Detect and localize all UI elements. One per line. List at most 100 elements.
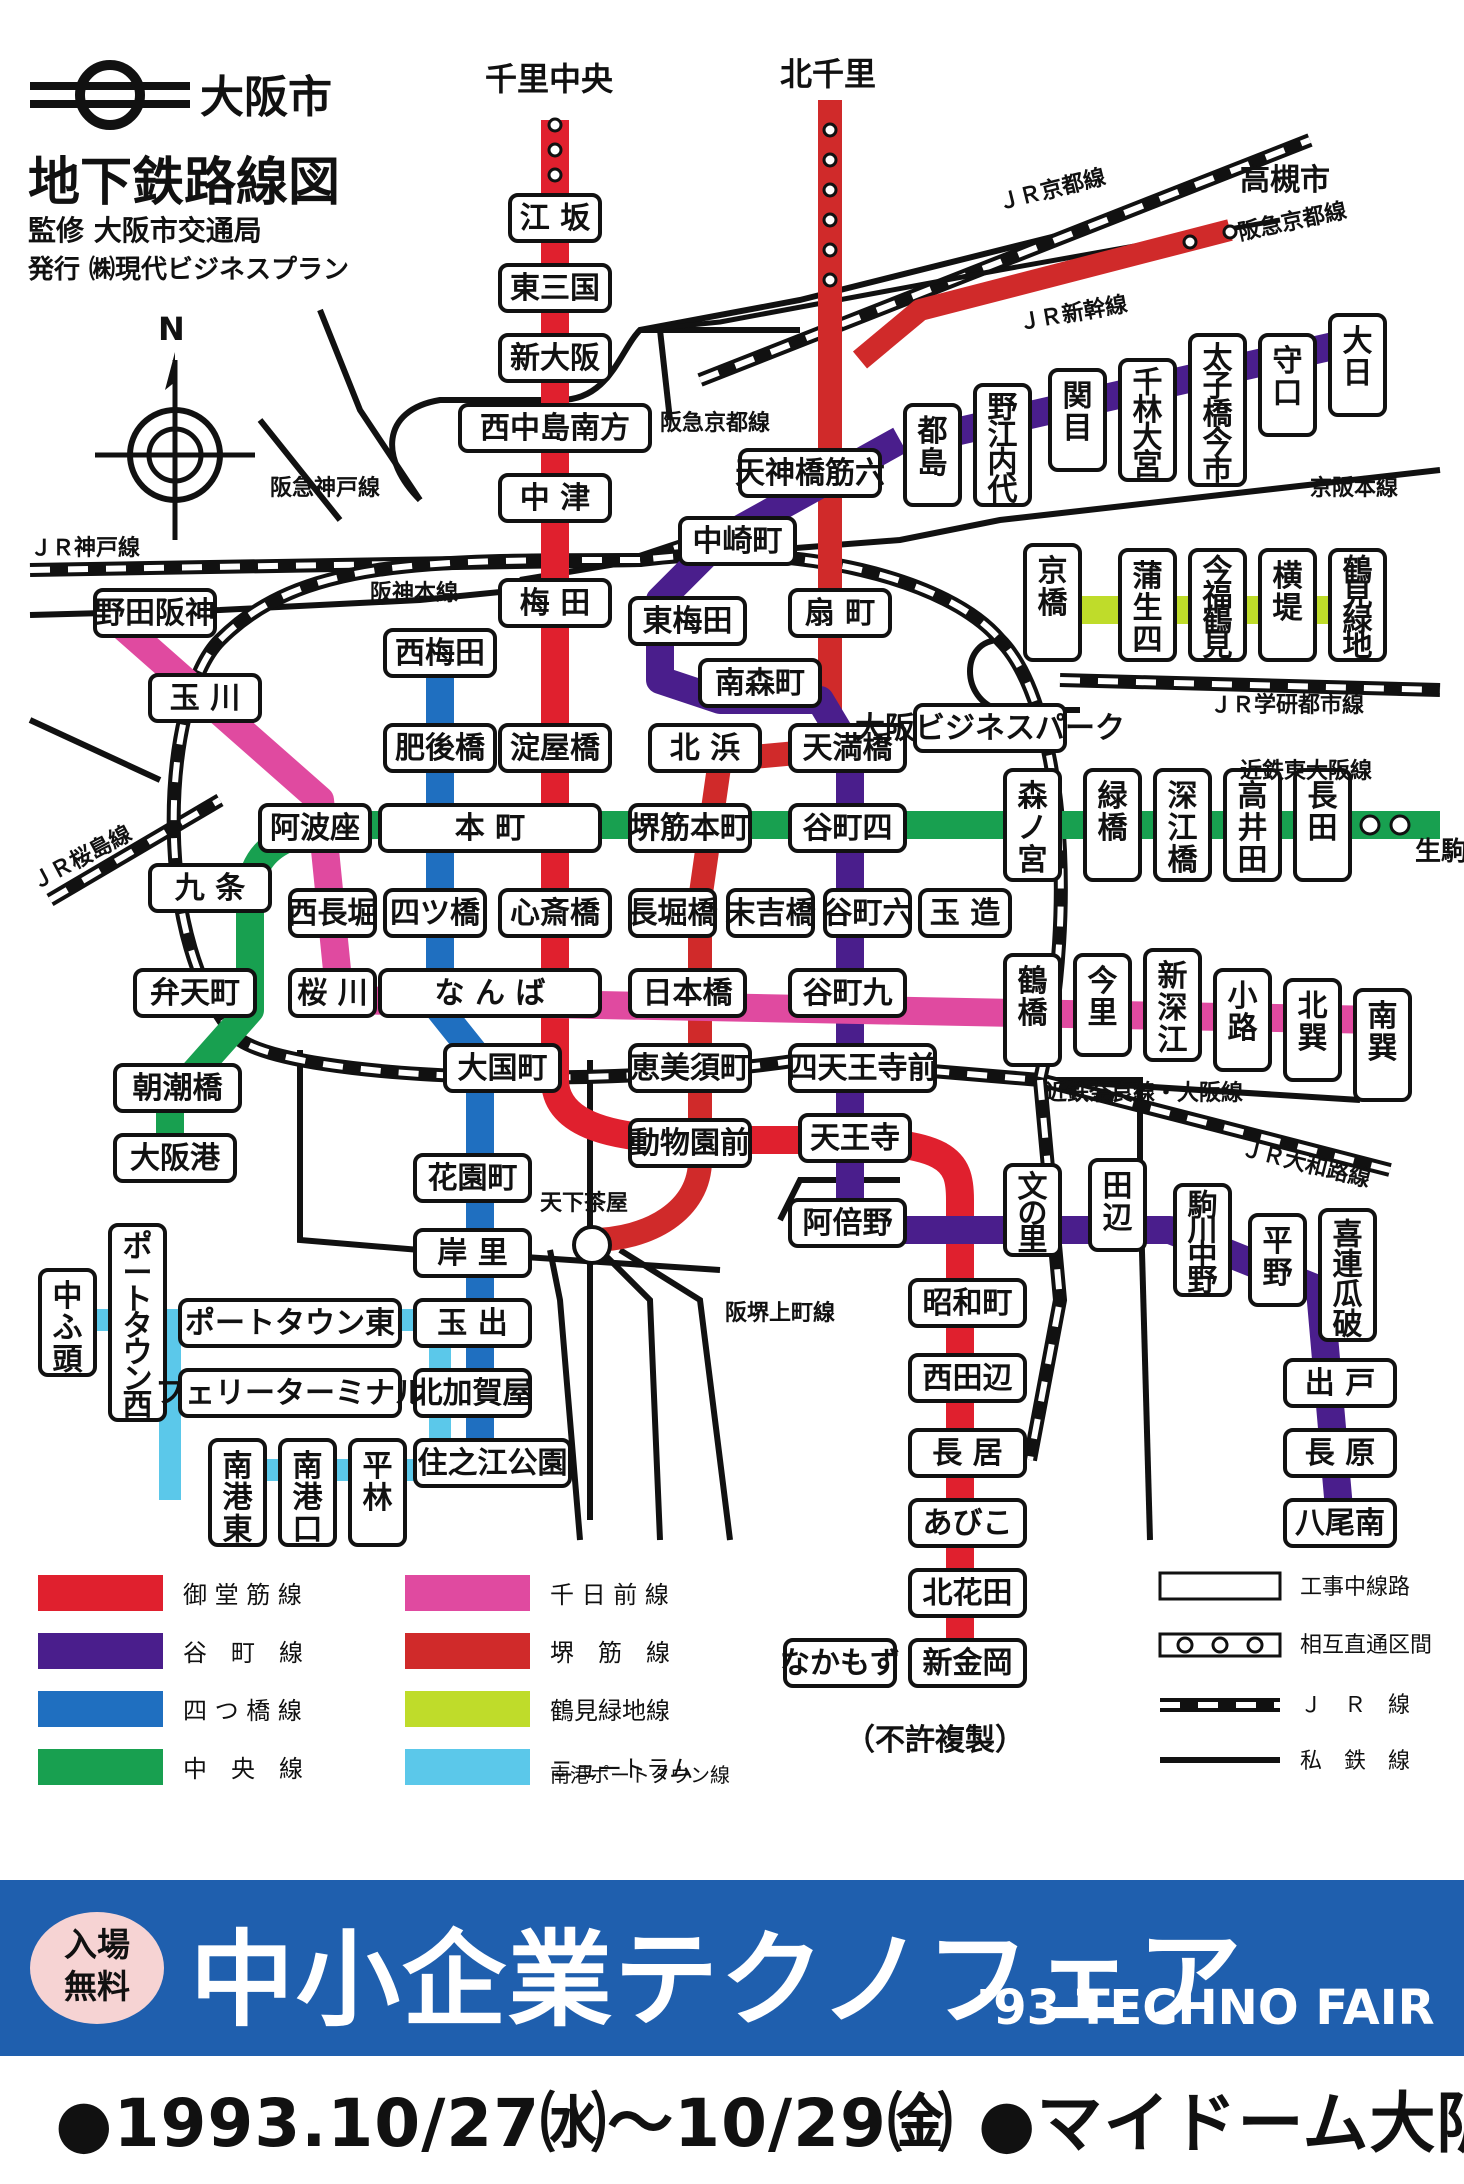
station-nakatsu: 中 津 [498, 473, 612, 523]
svg-text:江: 江 [1168, 811, 1198, 846]
station-ebisucho: 恵美須町 [628, 1043, 752, 1093]
compass-icon: N [95, 310, 255, 540]
svg-text:西梅田: 西梅田 [395, 636, 485, 671]
svg-text:長 居: 長 居 [932, 1436, 1002, 1471]
svg-text:宮: 宮 [1133, 448, 1163, 483]
label-kita-senri: 北千里 [780, 55, 876, 93]
station-yokozutsumi: 横堤 [1258, 548, 1317, 662]
svg-text:高: 高 [1238, 779, 1268, 814]
svg-text:玉 造: 玉 造 [930, 896, 1000, 931]
svg-text:鶴見緑地線: 鶴見緑地線 [550, 1697, 670, 1725]
station-imazato: 今里 [1073, 953, 1132, 1057]
svg-text:岸 里: 岸 里 [437, 1236, 507, 1271]
svg-text:長堀橋: 長堀橋 [628, 896, 719, 931]
svg-text:東三国: 東三国 [510, 271, 600, 306]
svg-text:田: 田 [1103, 1169, 1133, 1204]
svg-text:千 日 前 線: 千 日 前 線 [550, 1581, 669, 1609]
svg-text:北花田: 北花田 [923, 1576, 1013, 1611]
free-admission-badge: 入場 無料 [30, 1912, 164, 2024]
station-hirabayashi: 平林 [348, 1438, 407, 1547]
label-no-copy: （不許複製） [845, 1723, 1025, 1758]
svg-text:長 原: 長 原 [1305, 1436, 1375, 1471]
svg-text:堺 筋 線: 堺 筋 線 [550, 1639, 670, 1667]
svg-text:心斎橋: 心斎橋 [510, 896, 601, 931]
tengachaya-marker [572, 1225, 612, 1265]
station-bentencho: 弁天町 [133, 968, 257, 1018]
svg-text:川: 川 [1188, 1214, 1218, 1249]
station-tenmabashi: 天満橋 [788, 723, 907, 773]
station-tamade: 玉 出 [413, 1298, 532, 1348]
station-nagai: 長 居 [908, 1428, 1027, 1478]
station-kishinosato: 岸 里 [413, 1228, 532, 1278]
station-nipponbashi: 日本橋 [628, 968, 747, 1018]
header-supervisor: 監修 大阪市交通局 [28, 214, 262, 247]
svg-text:橋: 橋 [1098, 811, 1129, 846]
svg-text:御 堂 筋 線: 御 堂 筋 線 [183, 1581, 302, 1609]
svg-text:西田辺: 西田辺 [923, 1361, 1013, 1396]
svg-text:港: 港 [223, 1481, 254, 1516]
station-doubutsuen: 動物園前 [628, 1118, 752, 1168]
station-miyakojima: 都島 [903, 403, 962, 507]
svg-text:里: 里 [1088, 996, 1118, 1031]
station-hirano: 平野 [1248, 1213, 1307, 1307]
svg-text:路: 路 [1228, 1011, 1259, 1046]
svg-text:大: 大 [1133, 421, 1163, 456]
station-awaza: 阿波座 [258, 803, 372, 853]
station-kitahama: 北 浜 [648, 723, 762, 773]
svg-text:駒: 駒 [1188, 1189, 1218, 1224]
station-honmachi: 本 町 [378, 803, 602, 853]
svg-text:福: 福 [1202, 579, 1233, 614]
svg-text:相互直通区間: 相互直通区間 [1300, 1633, 1432, 1658]
station-tanimachi4: 谷町四 [788, 803, 907, 853]
svg-text:南: 南 [293, 1449, 323, 1484]
svg-text:江: 江 [988, 418, 1018, 453]
badge-line2: 無料 [64, 1967, 130, 2006]
legend-item: 千 日 前 線 [405, 1575, 669, 1611]
svg-text:ー: ー [123, 1256, 153, 1291]
svg-text:出 戸: 出 戸 [1305, 1366, 1375, 1401]
svg-text:西中島南方: 西中島南方 [480, 411, 630, 446]
svg-text:日本橋: 日本橋 [643, 976, 734, 1011]
station-shinsaibashi: 心斎橋 [498, 888, 612, 938]
legend-right: 工事中線路 相互直通区間 Ｊ Ｒ 線 私 鉄 線 [1158, 1571, 1432, 1774]
label-hankai-uemachi: 阪堺上町線 [725, 1300, 835, 1326]
station-moriguchi: 守口 [1258, 333, 1317, 437]
svg-text:ポ: ポ [123, 1230, 153, 1265]
svg-text:工事中線路: 工事中線路 [1300, 1575, 1410, 1600]
svg-text:中 津: 中 津 [520, 481, 590, 516]
station-minamimorimachi: 南森町 [698, 658, 822, 708]
svg-text:横: 横 [1273, 559, 1303, 594]
label-hankyu-kyoto: 阪急京都線 [660, 410, 770, 436]
legend-item: 中 央 線 [38, 1749, 303, 1785]
station-nishinagahori: 西長堀 [288, 888, 378, 938]
station-abiko: あびこ [908, 1498, 1027, 1548]
svg-text:淀屋橋: 淀屋橋 [510, 731, 601, 766]
svg-text:太: 太 [1203, 341, 1234, 376]
svg-text:なかもず: なかもず [780, 1646, 900, 1681]
svg-text:守: 守 [1273, 344, 1303, 379]
svg-text:ポートタウン東: ポートタウン東 [185, 1306, 395, 1341]
legend-item: 谷 町 線 [38, 1633, 303, 1669]
station-shinkanaoka: 新金岡 [908, 1638, 1027, 1688]
svg-text:南: 南 [223, 1449, 253, 1484]
svg-text:中: 中 [53, 1279, 83, 1314]
svg-text:野: 野 [988, 391, 1018, 426]
svg-text:代: 代 [987, 473, 1018, 508]
svg-text:巽: 巽 [1298, 1021, 1328, 1056]
station-dedo: 出 戸 [1283, 1358, 1397, 1408]
station-gamo: 蒲生四 [1118, 548, 1177, 662]
station-nankohigashi: 南港東 [208, 1438, 267, 1547]
station-tsurumi: 鶴見緑地 [1328, 548, 1387, 664]
svg-text:西長堀: 西長堀 [288, 896, 378, 931]
svg-text:日: 日 [1343, 356, 1373, 391]
svg-text:東梅田: 東梅田 [643, 604, 733, 639]
svg-text:南森町: 南森町 [715, 666, 805, 701]
svg-text:田: 田 [1238, 843, 1268, 878]
station-yotsubashi: 四ツ橋 [383, 888, 487, 938]
svg-text:緑: 緑 [1098, 779, 1129, 814]
station-umeda: 梅 田 [498, 578, 612, 628]
